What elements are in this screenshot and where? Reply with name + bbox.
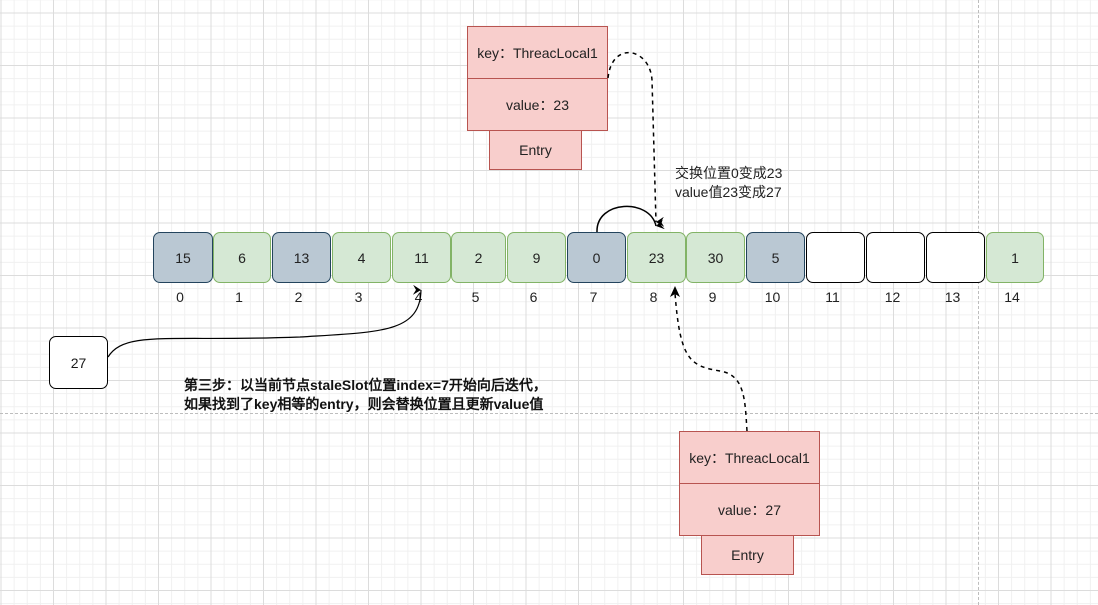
arrow-entry-to-slot8: [607, 51, 665, 227]
index-label: 5: [471, 289, 480, 305]
entry-label[interactable]: Entry: [489, 130, 582, 170]
page-break-vertical: [978, 0, 979, 605]
index-label: 9: [708, 289, 717, 305]
index-label: 7: [589, 289, 598, 305]
index-label: 6: [529, 289, 538, 305]
swap-note-line: value值23变成27: [675, 184, 782, 200]
array-cell[interactable]: 6: [213, 232, 271, 283]
index-label: 12: [884, 289, 901, 305]
array-cell[interactable]: 9: [507, 232, 566, 283]
index-label: 4: [414, 289, 423, 305]
array-cell[interactable]: 23: [627, 232, 686, 283]
swap-note-line: 交换位置0变成23: [675, 165, 783, 181]
array-cell[interactable]: [806, 232, 865, 283]
entry-key[interactable]: key：ThreacLocal1: [679, 431, 820, 484]
index-label: 0: [176, 289, 184, 305]
index-label: 11: [825, 289, 840, 305]
entry-key[interactable]: key：ThreacLocal1: [467, 26, 608, 79]
entry-value[interactable]: value：27: [679, 483, 820, 536]
entry-label[interactable]: Entry: [701, 535, 794, 575]
entry-value[interactable]: value：23: [467, 78, 608, 131]
step-description: 第三步：以当前节点staleSlot位置index=7开始向后迭代， 如果找到了…: [184, 376, 547, 414]
page-break-horizontal: [0, 413, 1098, 414]
index-label: 1: [235, 289, 243, 305]
array-cell[interactable]: 4: [332, 232, 391, 283]
array-cell[interactable]: 13: [272, 232, 331, 283]
array-cell[interactable]: 11: [392, 232, 451, 283]
index-label: 10: [764, 289, 781, 305]
array-cell[interactable]: 15: [153, 232, 213, 283]
array-cell[interactable]: 30: [686, 232, 745, 283]
array-cell[interactable]: [866, 232, 925, 283]
index-label: 14: [1004, 289, 1020, 305]
index-label: 13: [944, 289, 961, 305]
array-cell[interactable]: 0: [567, 232, 626, 283]
array-cell[interactable]: 2: [451, 232, 506, 283]
array-cell[interactable]: 5: [746, 232, 805, 283]
array-cell[interactable]: 1: [986, 232, 1044, 283]
swap-note: 交换位置0变成23 value值23变成27: [675, 164, 782, 202]
index-label: 3: [354, 289, 363, 305]
index-label: 8: [649, 289, 658, 305]
arrow-slot7-to-slot8: [596, 205, 665, 233]
step-line: 第三步：以当前节点staleSlot位置index=7开始向后迭代，: [184, 377, 547, 393]
index-label: 2: [294, 289, 303, 305]
array-cell[interactable]: [926, 232, 985, 283]
step-line: 如果找到了key相等的entry，则会替换位置且更新value值: [184, 396, 544, 412]
arrow-entry-to-index8: [674, 292, 748, 432]
new-value-box[interactable]: 27: [49, 336, 108, 389]
